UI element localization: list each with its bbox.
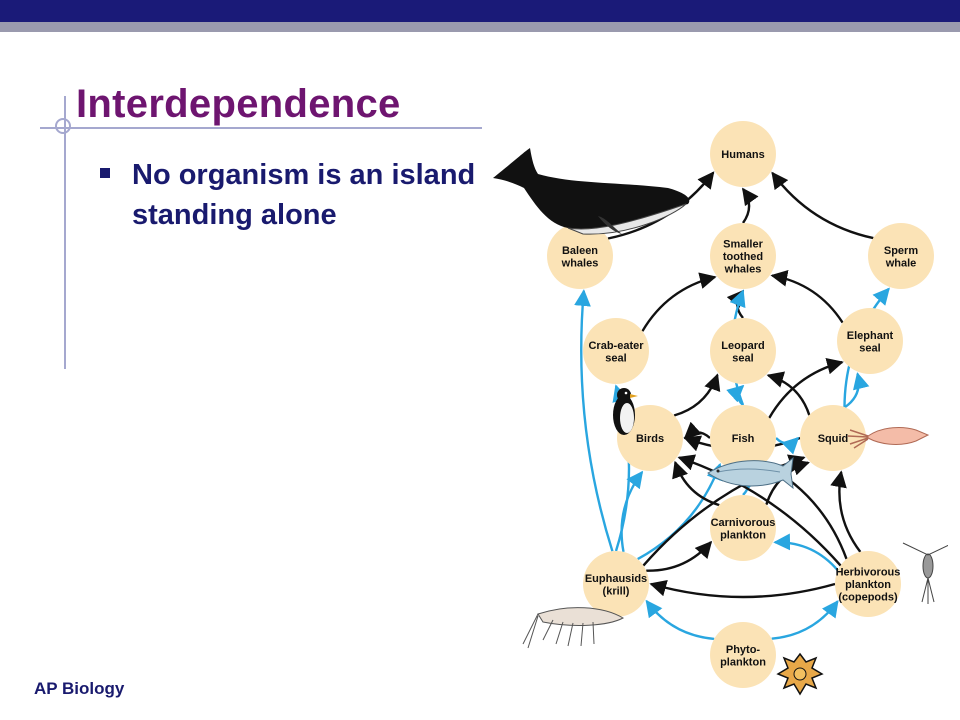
node-label: seal — [859, 342, 880, 354]
top-bar — [0, 0, 960, 22]
node-circle — [868, 223, 934, 289]
node-circle — [583, 551, 649, 617]
arrow-herbplank-to-squid — [830, 470, 862, 553]
salmon-icon — [707, 456, 794, 490]
bullet-square-icon — [100, 168, 110, 178]
node-label: seal — [732, 352, 753, 364]
arrow-phyto-to-krill — [645, 599, 715, 641]
arrow-krill-to-fish — [637, 462, 723, 561]
node-label: Baleen — [562, 245, 598, 257]
node-circle — [710, 622, 776, 688]
arrow-herbplank-to-carnplank — [773, 533, 839, 572]
top-bar-shadow — [0, 22, 960, 32]
node-label: Birds — [636, 433, 664, 445]
arrow-fish-to-squid — [775, 436, 800, 455]
arrow-toothed-to-humans — [742, 187, 759, 224]
node-label: Squid — [818, 433, 849, 445]
arrow-herbplank-to-krill — [649, 580, 836, 599]
penguin-icon — [613, 388, 638, 435]
node-label: toothed — [723, 251, 763, 263]
node-label: (krill) — [603, 585, 630, 597]
arrow-herbplank-to-birds — [677, 454, 842, 567]
node-label: plankton — [720, 529, 766, 541]
node-circle — [710, 121, 776, 187]
footer-label: AP Biology — [34, 679, 125, 698]
node-label: Herbivorous — [836, 567, 901, 579]
node-squid: Squid — [800, 405, 866, 471]
arrow-fish-to-elephant — [768, 357, 844, 419]
slide-title: Interdependence — [76, 82, 401, 126]
node-humans: Humans — [710, 121, 776, 187]
food-web-nodes: HumansBaleenwhalesSmallertoothedwhalesSp… — [547, 121, 934, 688]
node-circle — [583, 318, 649, 384]
node-label: Leopard — [721, 340, 764, 352]
bullet-item: No organism is an island standing alone — [100, 155, 482, 235]
arrow-sperm-to-humans — [771, 171, 874, 240]
node-circle — [710, 405, 776, 471]
node-circle — [547, 223, 613, 289]
arrow-krill-to-birds — [620, 470, 644, 553]
arrow-crabeater-to-toothed — [641, 272, 717, 332]
node-label: whales — [724, 264, 762, 276]
node-label: Elephant — [847, 330, 894, 342]
node-label: Smaller — [723, 239, 763, 251]
node-label: Euphausids — [585, 573, 647, 585]
node-label: (copepods) — [838, 592, 898, 604]
arrow-squid-to-leopard — [766, 371, 811, 416]
node-circle — [835, 551, 901, 617]
node-label: plankton — [845, 579, 891, 591]
node-label: Crab-eater — [588, 340, 644, 352]
node-circle — [710, 223, 776, 289]
node-circle — [710, 495, 776, 561]
krill-icon — [522, 607, 625, 649]
copepod-icon — [902, 542, 948, 604]
node-phyto: Phyto-plankton — [710, 622, 776, 688]
bullet-text: No organism is an island standing alone — [132, 159, 476, 231]
node-circle — [710, 318, 776, 384]
decor-horizontal-line — [40, 127, 482, 129]
node-fish: Fish — [710, 405, 776, 471]
node-circle — [800, 405, 866, 471]
node-label: whales — [561, 257, 599, 269]
arrow-fish-to-birds — [683, 421, 711, 440]
arrow-carnplank-to-birds — [672, 460, 720, 507]
node-label: Humans — [721, 149, 764, 161]
phytoplankton-icon — [776, 652, 824, 696]
whale-icon — [493, 148, 690, 235]
squid-icon — [847, 427, 930, 449]
decor-vertical-line — [64, 96, 66, 369]
node-label: seal — [605, 352, 626, 364]
node-label: Phyto- — [726, 644, 761, 656]
arrow-birds-to-leopard — [673, 373, 721, 417]
arrow-krill-to-baleen — [574, 289, 614, 552]
node-krill: Euphausids(krill) — [583, 551, 649, 617]
arrow-phyto-to-herbplank — [771, 599, 839, 640]
arrow-squid-to-elephant — [844, 372, 870, 409]
node-label: Fish — [732, 433, 755, 445]
node-label: Sperm — [884, 245, 918, 257]
food-web-diagram: HumansBaleenwhalesSmallertoothedwhalesSp… — [493, 121, 948, 696]
arrow-krill-to-carnplank — [646, 540, 713, 572]
arrow-elephant-to-toothed — [770, 269, 844, 324]
node-label: plankton — [720, 656, 766, 668]
node-label: whale — [885, 257, 917, 269]
node-circle — [837, 308, 903, 374]
node-label: Carnivorous — [711, 517, 776, 529]
decor-circle-mark — [55, 118, 71, 134]
bullet-list: No organism is an island standing alone — [100, 155, 482, 235]
